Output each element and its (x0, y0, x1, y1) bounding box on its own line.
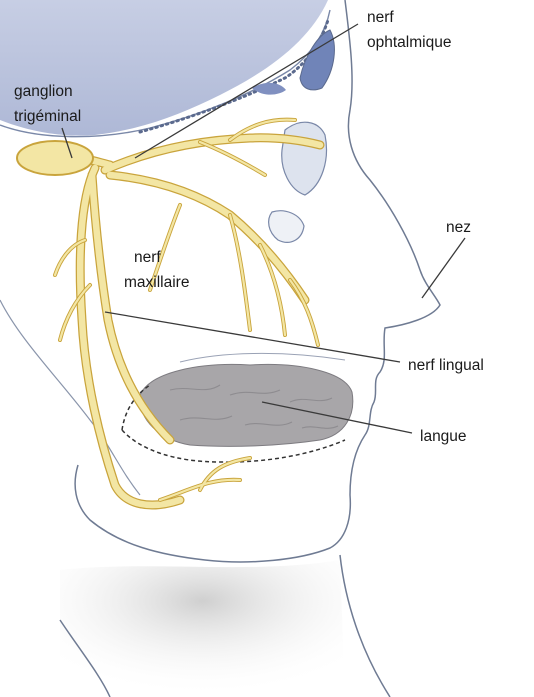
maxillary-label-line2: maxillaire (124, 274, 189, 291)
tongue-label: langue (420, 428, 467, 445)
orbit (282, 122, 327, 195)
ganglion-label-line1: ganglion (14, 83, 73, 100)
neck-front (340, 555, 390, 697)
upper-teeth (180, 353, 345, 362)
jaw-outline (0, 300, 140, 495)
neck-shadow (60, 560, 345, 697)
ganglion-label-line2: trigéminal (14, 108, 81, 125)
leader-lingual (105, 312, 400, 362)
nose-label: nez (446, 219, 471, 236)
ophthalmic-label-line2: ophtalmique (367, 34, 451, 51)
trigeminal-nerve (25, 120, 320, 505)
tongue (140, 364, 353, 446)
maxillary-label-line1: nerf (134, 249, 161, 266)
maxillary-sinus (269, 211, 304, 243)
lingual-label: nerf lingual (408, 357, 484, 374)
trigeminal-ganglion (17, 141, 93, 175)
ophthalmic-label-line1: nerf (367, 9, 394, 26)
leader-nose (422, 238, 465, 298)
